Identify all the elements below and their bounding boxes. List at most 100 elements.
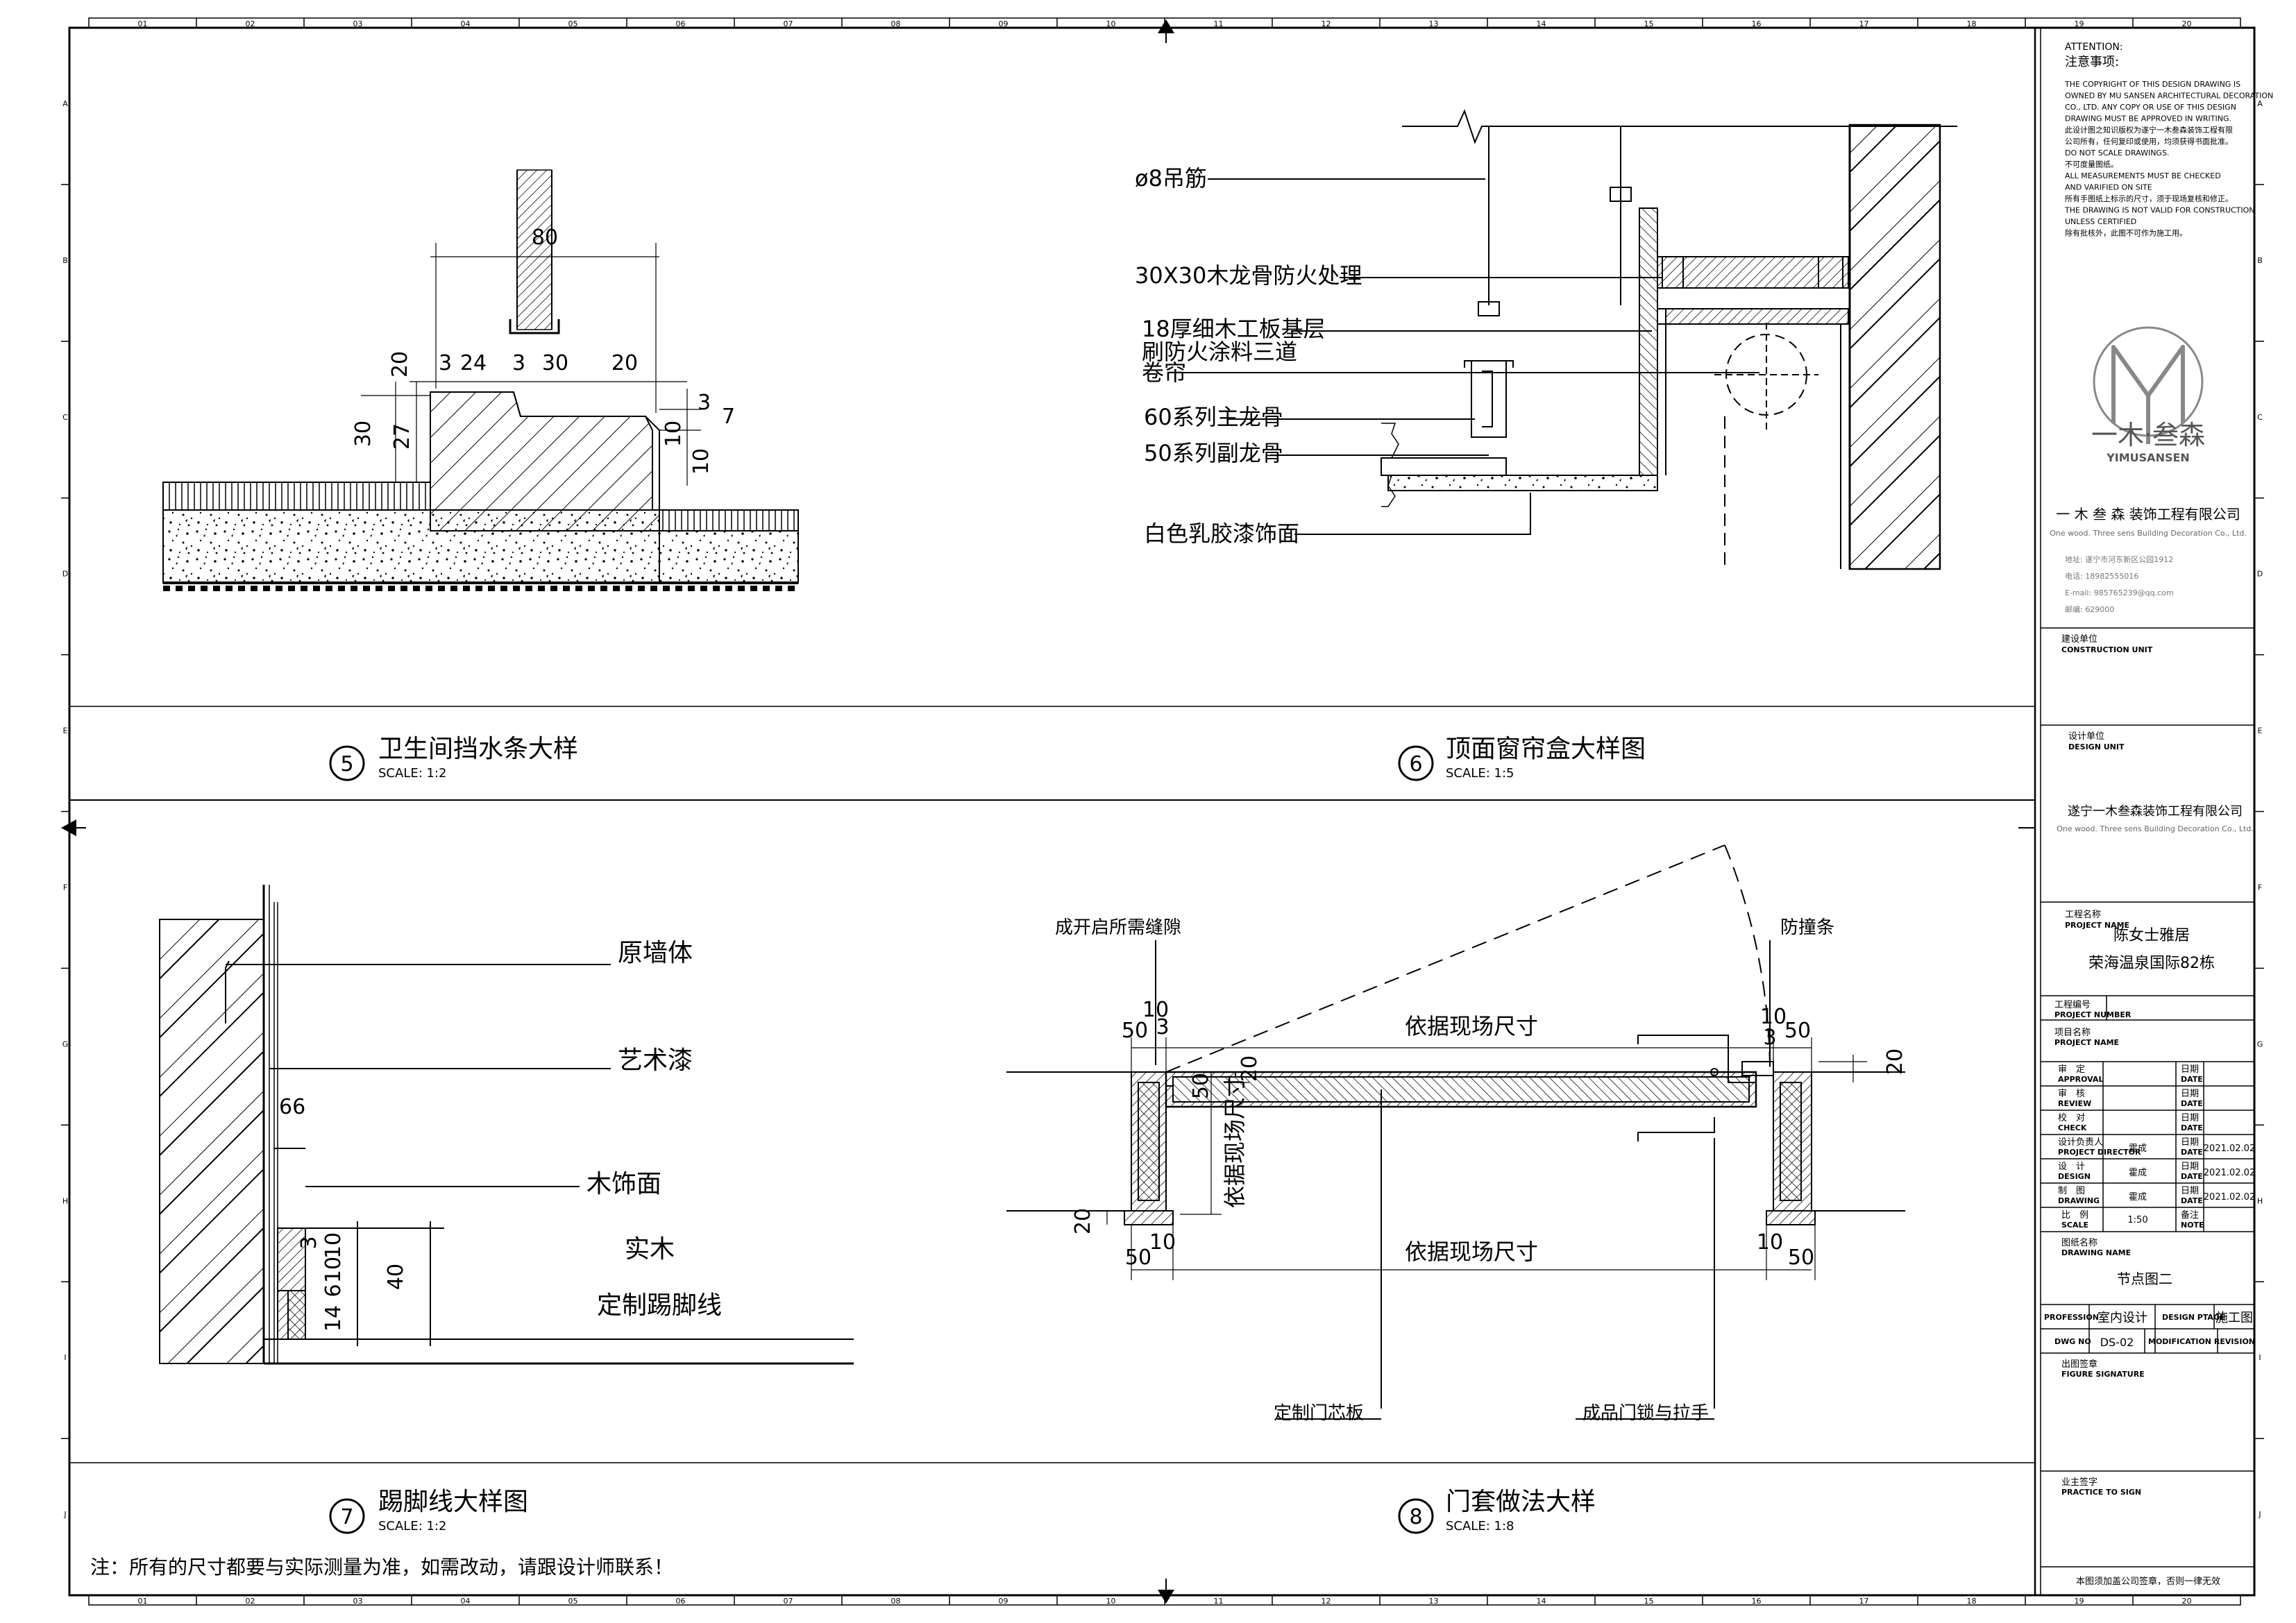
project-line-1: 陈女士雅居 bbox=[2113, 927, 2190, 944]
stage-label: DESIGN PTAGE bbox=[2162, 1313, 2225, 1322]
drawing-name-en: DRAWING NAME bbox=[2061, 1248, 2131, 1257]
grid-col-label: 15 bbox=[1644, 1597, 1654, 1606]
grid-col-label: 18 bbox=[1967, 19, 1977, 28]
item-name-en: PROJECT NAME bbox=[2054, 1038, 2119, 1047]
dim-30v: 30 bbox=[351, 420, 375, 447]
grid-col-label: 08 bbox=[891, 19, 901, 28]
dim-24: 24 bbox=[460, 351, 487, 375]
dim-20b: 20 bbox=[1883, 1048, 1907, 1075]
date-label-en: DATE bbox=[2181, 1196, 2203, 1205]
logo-text-en: YIMUSANSEN bbox=[2106, 451, 2190, 464]
role-name: 霍成 bbox=[2129, 1144, 2147, 1154]
date-label-en: DATE bbox=[2181, 1099, 2203, 1108]
attention-line: 此设计图之知识版权为遂宁一木叁森装饰工程有限 bbox=[2065, 125, 2233, 135]
attention-line: 公司所有，任何复印或使用，均须获得书面批准。 bbox=[2065, 137, 2233, 146]
detail-8-number: 8 bbox=[1409, 1505, 1422, 1529]
grid-col-label: 19 bbox=[2075, 19, 2084, 28]
grid-col-label: 06 bbox=[676, 19, 686, 28]
label-bumper-strip: 防撞条 bbox=[1780, 917, 1834, 938]
general-note: 注：所有的尺寸都要与实际测量为准，如需改动，请跟设计师联系！ bbox=[90, 1556, 673, 1579]
role-name: 霍成 bbox=[2129, 1168, 2147, 1178]
grid-row-label: E bbox=[2258, 726, 2263, 736]
grid-col-label: 03 bbox=[353, 19, 363, 28]
detail-8-drawing bbox=[1006, 844, 1905, 1420]
label-wood-keel: 30X30木龙骨防火处理 bbox=[1135, 262, 1362, 289]
contact-line: 电话: 18982555016 bbox=[2065, 572, 2138, 581]
grid-row-label: D bbox=[2257, 570, 2263, 579]
detail-8-labels: 成开启所需缝隙 防撞条 依据现场尺寸 依据现场尺寸 依据现场尺寸 定制门芯板 成… bbox=[1055, 917, 1907, 1424]
role-label-cn: 审 定 bbox=[2058, 1064, 2085, 1075]
dim-10b: 10 bbox=[321, 1257, 346, 1283]
grid-col-label: 13 bbox=[1429, 19, 1439, 28]
role-label-en: REVIEW bbox=[2058, 1099, 2091, 1108]
label-skirting: 定制踢脚线 bbox=[597, 1291, 722, 1320]
role-label-cn: 制 图 bbox=[2058, 1186, 2085, 1196]
owner-sign-en: PRACTICE TO SIGN bbox=[2061, 1488, 2141, 1497]
role-label-en: PROJECT DIRECTOR bbox=[2058, 1148, 2141, 1157]
label-original-wall: 原墙体 bbox=[618, 939, 693, 967]
dim-10b: 10 bbox=[689, 448, 714, 475]
role-date: 2021.02.02 bbox=[2204, 1192, 2255, 1203]
grid-row-label: I bbox=[2259, 1353, 2261, 1362]
signature-en: FIGURE SIGNATURE bbox=[2061, 1370, 2145, 1379]
label-site-size-vertical: 依据现场尺寸 bbox=[1222, 1075, 1248, 1208]
project-line-2: 荣海温泉国际82栋 bbox=[2088, 955, 2215, 972]
scale-label-cn: 比 例 bbox=[2061, 1210, 2088, 1221]
signature-cn: 出图签章 bbox=[2061, 1359, 2097, 1370]
grid-col-label: 17 bbox=[1859, 19, 1869, 28]
attention-line: DRAWING MUST BE APPROVED IN WRITING. bbox=[2065, 114, 2231, 124]
role-label-en: APPROVAL bbox=[2058, 1075, 2103, 1084]
remark-label-en: NOTE bbox=[2181, 1221, 2204, 1230]
grid-row-label: A bbox=[2257, 99, 2263, 108]
label-plywood: 18厚细木工板基层 bbox=[1142, 316, 1326, 342]
dim-20b: 20 bbox=[611, 351, 638, 375]
date-label-cn: 日期 bbox=[2181, 1137, 2199, 1148]
drawing-name-block: 图纸名称 DRAWING NAME 节点图二 bbox=[2061, 1237, 2172, 1287]
design-company: 遂宁一木叁森装饰工程有限公司 bbox=[2068, 804, 2243, 819]
dim-50a: 50 bbox=[1122, 1019, 1148, 1043]
company-logo: 一木·叁森 YIMUSANSEN 一 木 叁 森 装饰工程有限公司 One wo… bbox=[2050, 326, 2247, 614]
attention-block: ATTENTION: 注意事项: THE COPYRIGHT OF THIS D… bbox=[2064, 42, 2273, 238]
project-name-en: PROJECT NAME bbox=[2065, 921, 2129, 930]
detail-5-number: 5 bbox=[340, 752, 353, 776]
detail-6-title: 6 顶面窗帘盒大样图 SCALE: 1:5 bbox=[1398, 735, 1646, 781]
detail-5-title: 5 卫生间挡水条大样 SCALE: 1:2 bbox=[329, 735, 578, 781]
dim-10d: 10 bbox=[1757, 1230, 1783, 1255]
logo-text-cn: 一木·叁森 bbox=[2091, 420, 2205, 450]
dim-66: 66 bbox=[279, 1095, 305, 1119]
scale-value: 1:50 bbox=[2127, 1215, 2147, 1225]
grid-col-label: 09 bbox=[999, 1597, 1008, 1606]
label-door-core-panel: 定制门芯板 bbox=[1274, 1403, 1364, 1424]
detail-5-title-text: 卫生间挡水条大样 bbox=[378, 735, 578, 763]
grid-row-label: B bbox=[2257, 256, 2263, 265]
dim-3c: 3 bbox=[698, 391, 711, 415]
attention-line: AND VARIFIED ON SITE bbox=[2065, 183, 2152, 192]
detail-6-labels: ø8吊筋 30X30木龙骨防火处理 18厚细木工板基层 刷防火涂料三道 卷帘 6… bbox=[1135, 165, 1362, 547]
dwg-no-label: DWG NO bbox=[2054, 1337, 2091, 1346]
contact-line: E-mail: 985765239@qq.com bbox=[2065, 588, 2174, 597]
label-main-runner: 60系列主龙骨 bbox=[1144, 404, 1283, 430]
attention-title-cn: 注意事项: bbox=[2065, 55, 2119, 69]
detail-7-title-text: 踢脚线大样图 bbox=[378, 1488, 528, 1516]
role-label-en: DRAWING bbox=[2058, 1196, 2100, 1205]
grid-row-label: H bbox=[2257, 1196, 2263, 1205]
grid-col-label: 08 bbox=[891, 1597, 901, 1606]
remark-label-cn: 备注 bbox=[2181, 1209, 2199, 1221]
profession-value: 室内设计 bbox=[2097, 1311, 2147, 1325]
dim-3a: 3 bbox=[1156, 1015, 1169, 1039]
label-fire-paint: 刷防火涂料三道 bbox=[1142, 339, 1297, 365]
attention-line: 除有批核外，此图不可作为施工用。 bbox=[2065, 228, 2187, 238]
grid-col-label: 03 bbox=[353, 1597, 363, 1606]
role-label-cn: 设计负责人 bbox=[2058, 1137, 2103, 1148]
grid-col-label: 01 bbox=[138, 1597, 148, 1606]
grid-col-label: 01 bbox=[138, 19, 148, 28]
attention-line: 所有手图纸上标示的尺寸，须于现场复核和修正。 bbox=[2065, 194, 2233, 203]
detail-6-scale: SCALE: 1:5 bbox=[1446, 766, 1514, 781]
company-name-en: One wood. Three sens Building Decoration… bbox=[2050, 529, 2247, 538]
dim-27: 27 bbox=[390, 423, 414, 450]
design-unit-cn: 设计单位 bbox=[2068, 731, 2104, 742]
label-roller-blind: 卷帘 bbox=[1142, 359, 1186, 386]
grid-col-label: 16 bbox=[1752, 1597, 1762, 1606]
grid-col-label: 11 bbox=[1214, 19, 1224, 28]
